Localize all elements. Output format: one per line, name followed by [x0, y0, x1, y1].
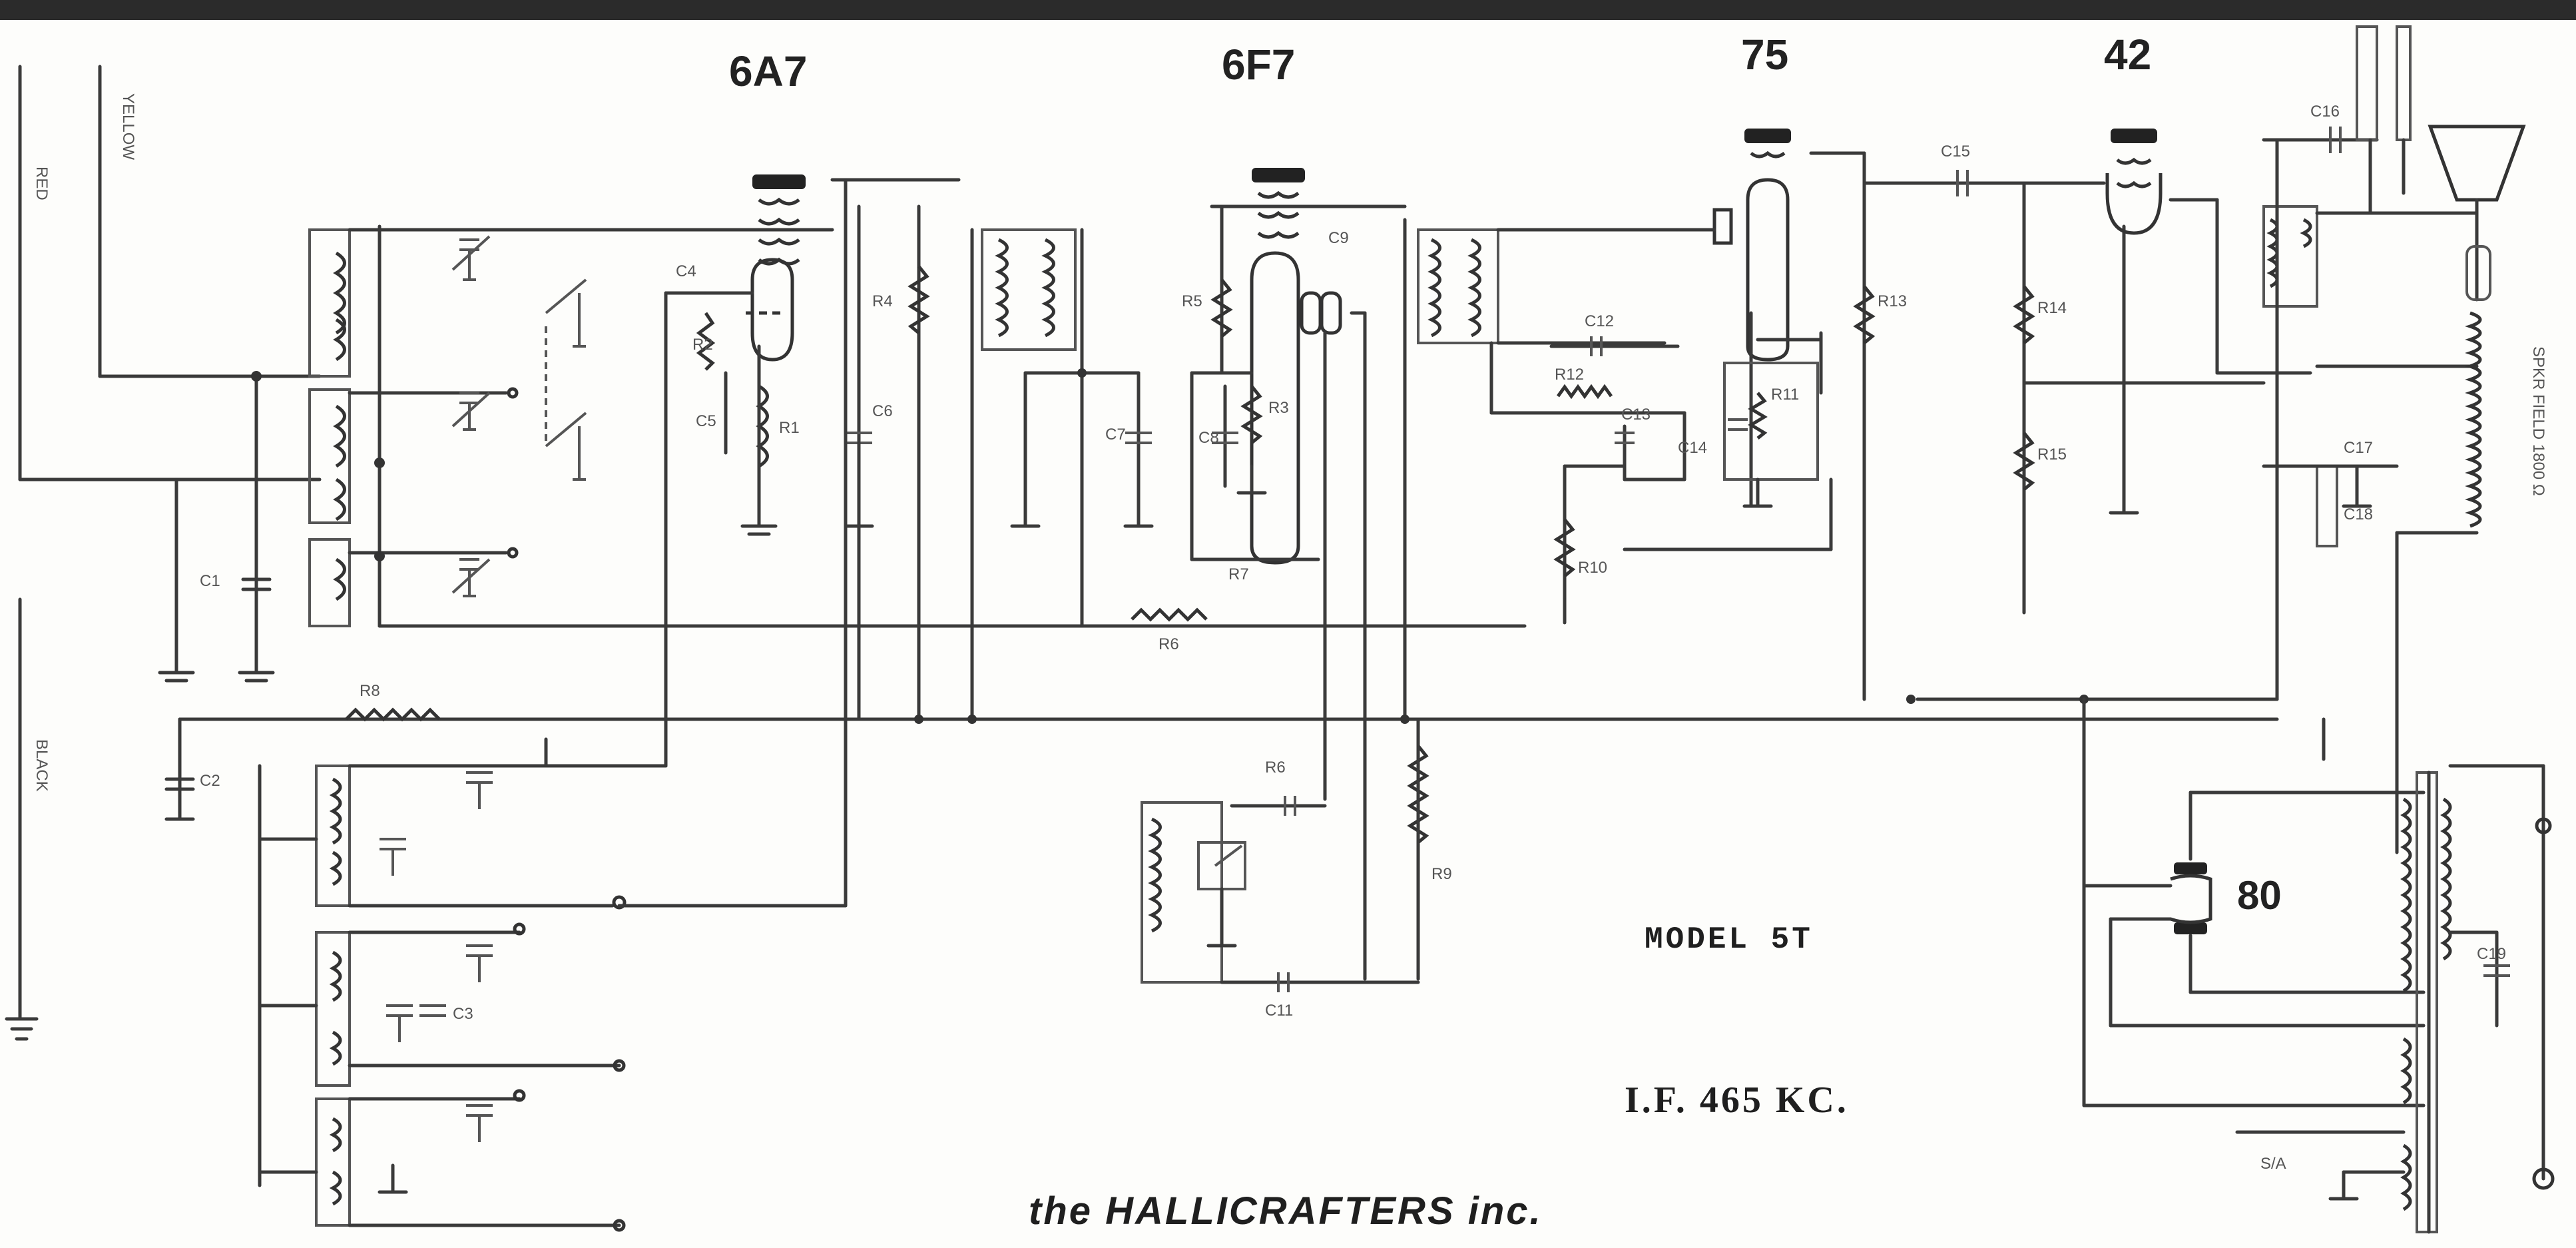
tube-6a7: C4 R2 C5 R1: [664, 174, 806, 768]
if-stage-2: R9 C9: [1210, 204, 1680, 981]
svg-text:C4: C4: [676, 262, 696, 280]
svg-text:BLACK: BLACK: [33, 739, 51, 792]
svg-text:C15: C15: [1941, 143, 1970, 160]
svg-text:R4: R4: [872, 292, 893, 310]
svg-text:C11: C11: [1265, 1002, 1293, 1020]
svg-text:C2: C2: [200, 772, 220, 790]
svg-text:C3: C3: [453, 1005, 473, 1023]
svg-text:YELLOW: YELLOW: [119, 93, 137, 160]
coupling-to-42: C15 R14 R15: [1862, 143, 2266, 615]
svg-text:C1: C1: [200, 572, 220, 590]
svg-text:C6: C6: [872, 402, 893, 420]
svg-text:SPKR FIELD 1800 Ω: SPKR FIELD 1800 Ω: [2529, 346, 2547, 496]
b-plus-rail: R8 R6 C2: [164, 607, 2279, 821]
osc-coils: C3: [258, 178, 848, 1232]
svg-text:C16: C16: [2310, 103, 2340, 121]
power-supply: C19 S/A: [2082, 697, 2555, 1234]
svg-text:R15: R15: [2037, 446, 2067, 464]
svg-text:R13: R13: [1878, 292, 1907, 310]
filter-caps: C17 C18: [2262, 439, 2399, 547]
svg-text:C19: C19: [2477, 945, 2506, 963]
svg-text:R12: R12: [1555, 366, 1584, 384]
svg-text:R1: R1: [779, 419, 800, 437]
svg-text:S/A: S/A: [2260, 1155, 2286, 1173]
svg-text:R6: R6: [1265, 759, 1286, 777]
tube-label-6f7: 6F7: [1222, 41, 1296, 89]
model-title: MODEL 5T: [1645, 922, 1813, 957]
antenna-coils: C1: [158, 224, 1527, 683]
svg-text:C18: C18: [2344, 505, 2373, 523]
svg-text:R10: R10: [1578, 559, 1607, 577]
svg-text:R14: R14: [2037, 299, 2067, 317]
svg-text:R2: R2: [692, 336, 713, 354]
svg-text:C12: C12: [1585, 312, 1614, 330]
svg-text:R5: R5: [1182, 292, 1202, 310]
tube-label-6a7: 6A7: [729, 47, 808, 95]
svg-text:RED: RED: [33, 166, 51, 200]
svg-text:C13: C13: [1621, 406, 1651, 424]
output-stage: C16 SPKR FIELD 1800 Ω: [2262, 25, 2547, 854]
top-border: [0, 0, 2576, 20]
if-stage-1: R4 C6 C7: [830, 178, 1154, 721]
maker-name: the HALLICRAFTERS inc.: [1029, 1189, 1543, 1233]
svg-text:R8: R8: [360, 682, 380, 700]
gang-capacitor: [545, 278, 587, 481]
svg-text:R11: R11: [1771, 386, 1799, 404]
lower-osc-coil: R6 C11: [1141, 759, 1420, 1020]
tube-75: C12 R12 C13 C14 R11 R10 R13: [1489, 129, 1907, 701]
tube-label-75: 75: [1741, 31, 1789, 79]
tube-label-80: 80: [2237, 873, 2282, 918]
tube-42: [2105, 129, 2312, 375]
antenna-leads: RED YELLOW BLACK: [5, 65, 322, 1041]
tube-6f7: R5 R3 C8 R7: [1182, 168, 1367, 981]
tube-label-42: 42: [2104, 31, 2152, 79]
antenna-trimmers: [451, 235, 519, 597]
svg-text:C14: C14: [1678, 439, 1707, 457]
svg-text:C8: C8: [1198, 429, 1219, 447]
svg-text:C7: C7: [1105, 426, 1126, 444]
svg-text:R3: R3: [1268, 399, 1289, 417]
svg-text:R7: R7: [1228, 565, 1249, 583]
svg-text:C5: C5: [696, 412, 716, 430]
svg-text:C9: C9: [1328, 229, 1349, 247]
if-frequency: I.F. 465 KC.: [1625, 1080, 1849, 1121]
svg-text:C17: C17: [2344, 439, 2373, 457]
svg-text:R9: R9: [1431, 865, 1452, 883]
svg-text:R6: R6: [1159, 635, 1179, 653]
